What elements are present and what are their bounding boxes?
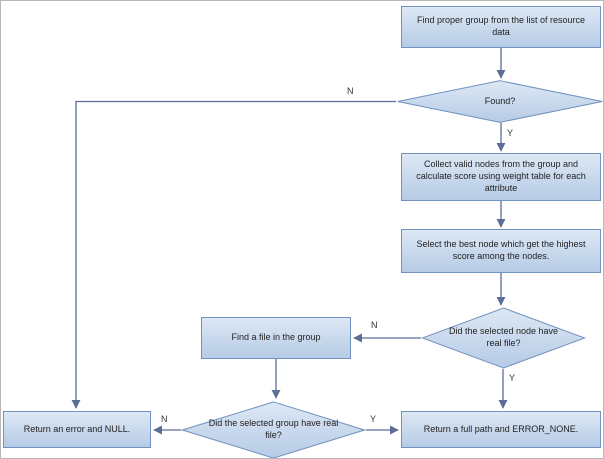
process-collect-nodes: Collect valid nodes from the group and c… — [401, 153, 601, 201]
terminal-return-error-label: Return an error and NULL. — [23, 423, 131, 434]
decision-found: Found? — [396, 80, 604, 123]
diamond-shape — [181, 401, 366, 458]
process-find-group: Find proper group from the list of resou… — [401, 6, 601, 48]
terminal-return-success: Return a full path and ERROR_NONE. — [401, 411, 601, 448]
diamond-shape — [396, 80, 604, 123]
terminal-return-error: Return an error and NULL. — [3, 411, 151, 448]
edge-label-found-no: N — [347, 86, 354, 96]
terminal-return-success-label: Return a full path and ERROR_NONE. — [423, 423, 579, 434]
decision-group-has-file-label: Did the selected group have real file? — [208, 418, 339, 440]
process-find-file-label: Find a file in the group — [231, 332, 321, 343]
process-select-best-node-label: Select the best node which get the highe… — [416, 239, 586, 261]
decision-node-has-file-label: Did the selected node have real file? — [448, 326, 559, 348]
process-find-group-label: Find proper group from the list of resou… — [416, 15, 586, 37]
edge-label-group-file-yes: Y — [370, 414, 377, 424]
decision-found-label: Found? — [484, 95, 516, 106]
process-find-file: Find a file in the group — [201, 317, 351, 359]
edge-label-found-yes: Y — [507, 128, 514, 138]
decision-node-has-file: Did the selected node have real file? — [421, 307, 586, 369]
edge-label-group-file-no: N — [161, 414, 168, 424]
edge-label-node-file-yes: Y — [509, 373, 516, 383]
edge-label-node-file-no: N — [371, 320, 378, 330]
connector-found-no-to-return-error — [71, 100, 396, 409]
diamond-shape — [421, 307, 586, 369]
process-select-best-node: Select the best node which get the highe… — [401, 229, 601, 273]
process-collect-nodes-label: Collect valid nodes from the group and c… — [416, 159, 586, 193]
decision-group-has-file: Did the selected group have real file? — [181, 401, 366, 458]
